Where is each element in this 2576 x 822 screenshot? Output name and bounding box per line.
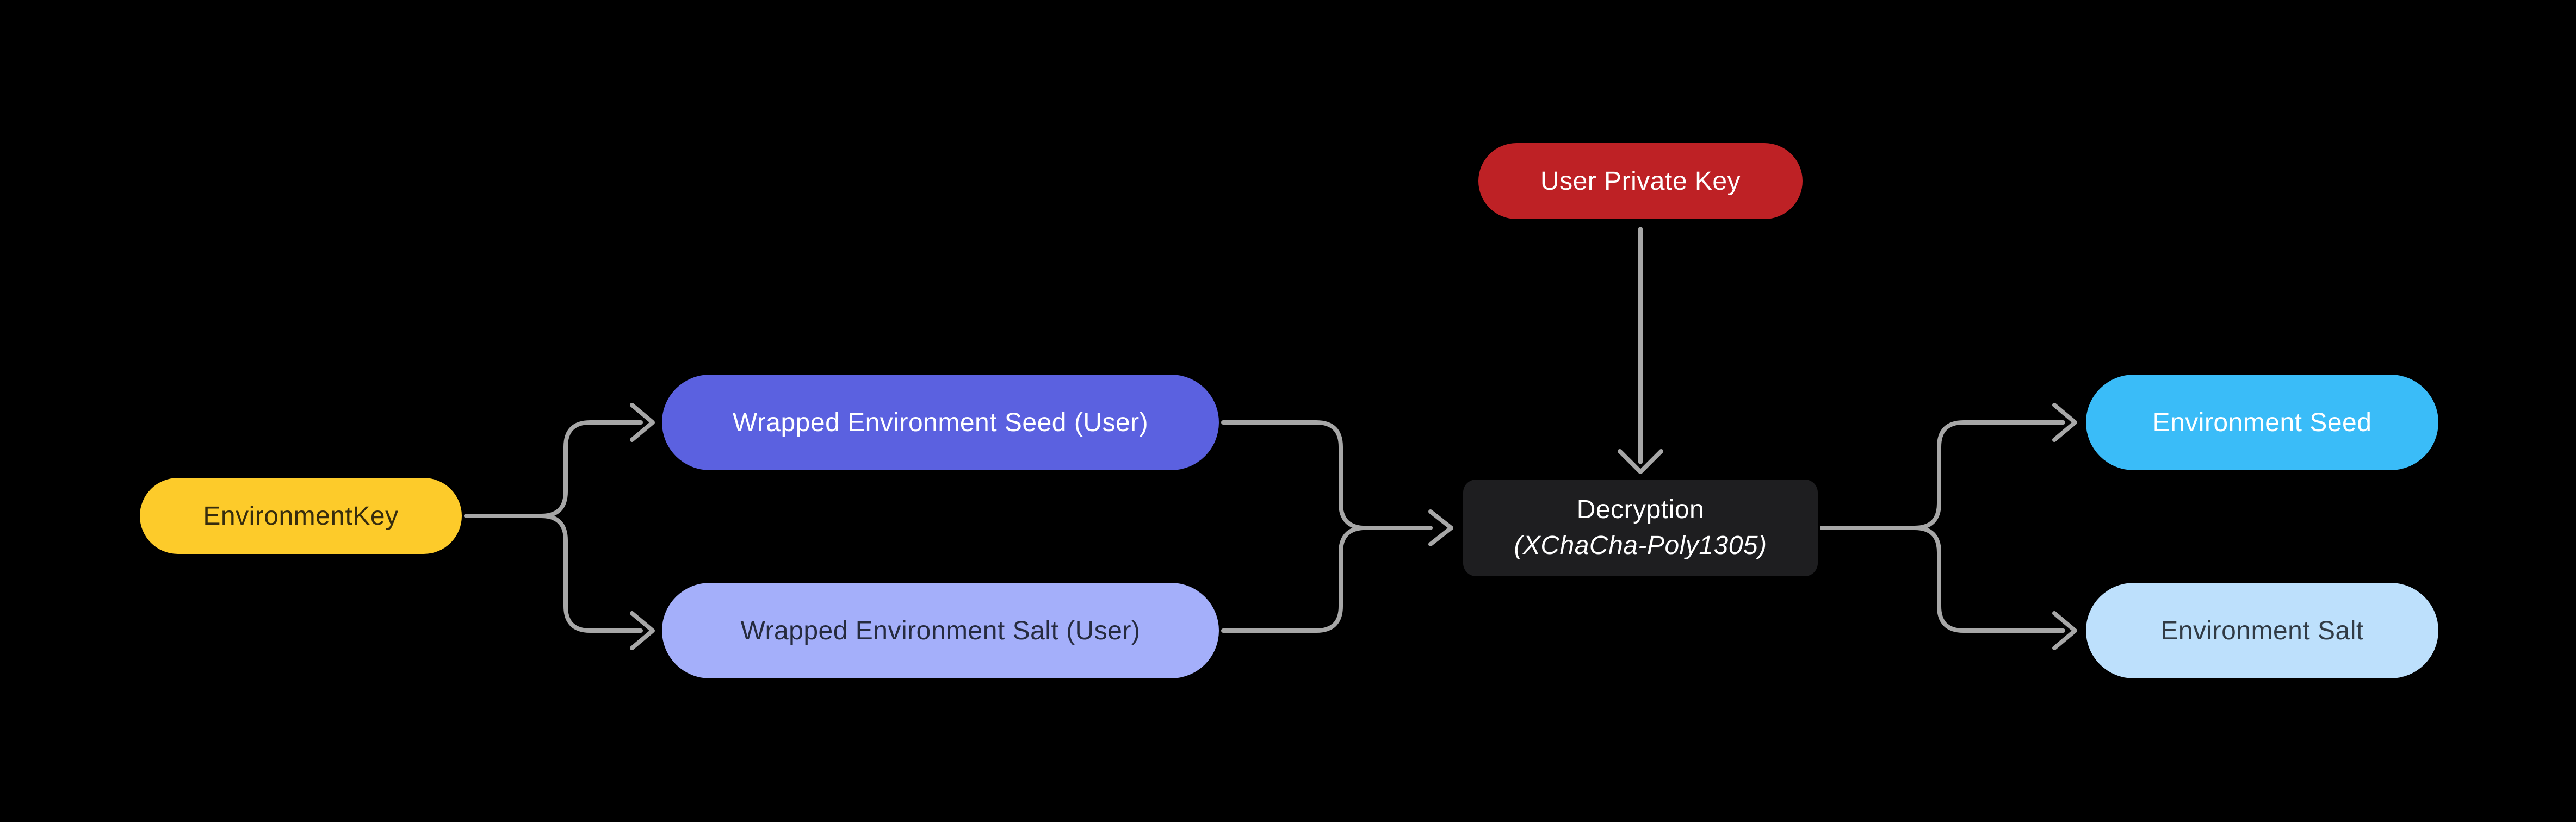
node-decryption-label-line2: (XChaCha-Poly1305) — [1514, 531, 1767, 560]
node-environment-seed: Environment Seed — [2086, 375, 2438, 470]
node-decryption: Decryption (XChaCha-Poly1305) — [1463, 479, 1818, 576]
edge-decryption-to-environment-salt — [1820, 526, 2077, 650]
edge-decryption-to-environment-seed — [1820, 403, 2077, 530]
node-environment-salt-label: Environment Salt — [2160, 616, 2364, 645]
node-environment-salt: Environment Salt — [2086, 583, 2438, 678]
edge-environmentkey-to-wrapped-seed — [464, 403, 655, 518]
node-wrapped-environment-salt-label: Wrapped Environment Salt (User) — [740, 616, 1141, 645]
edge-user-private-key-to-decryption — [1618, 227, 1663, 474]
node-wrapped-environment-salt: Wrapped Environment Salt (User) — [662, 583, 1219, 678]
node-user-private-key: User Private Key — [1478, 143, 1803, 219]
node-wrapped-environment-seed: Wrapped Environment Seed (User) — [662, 375, 1219, 470]
node-wrapped-environment-seed-label: Wrapped Environment Seed (User) — [732, 408, 1149, 437]
node-user-private-key-label: User Private Key — [1540, 166, 1741, 196]
node-environment-key: EnvironmentKey — [140, 478, 462, 554]
edge-environmentkey-to-wrapped-salt — [464, 514, 655, 650]
node-environment-key-label: EnvironmentKey — [203, 501, 399, 531]
edge-wrapped-seed-to-decryption — [1221, 420, 1453, 546]
node-decryption-label-line1: Decryption — [1576, 495, 1705, 524]
edge-wrapped-salt-to-decryption — [1221, 526, 1433, 633]
node-environment-seed-label: Environment Seed — [2152, 408, 2372, 437]
